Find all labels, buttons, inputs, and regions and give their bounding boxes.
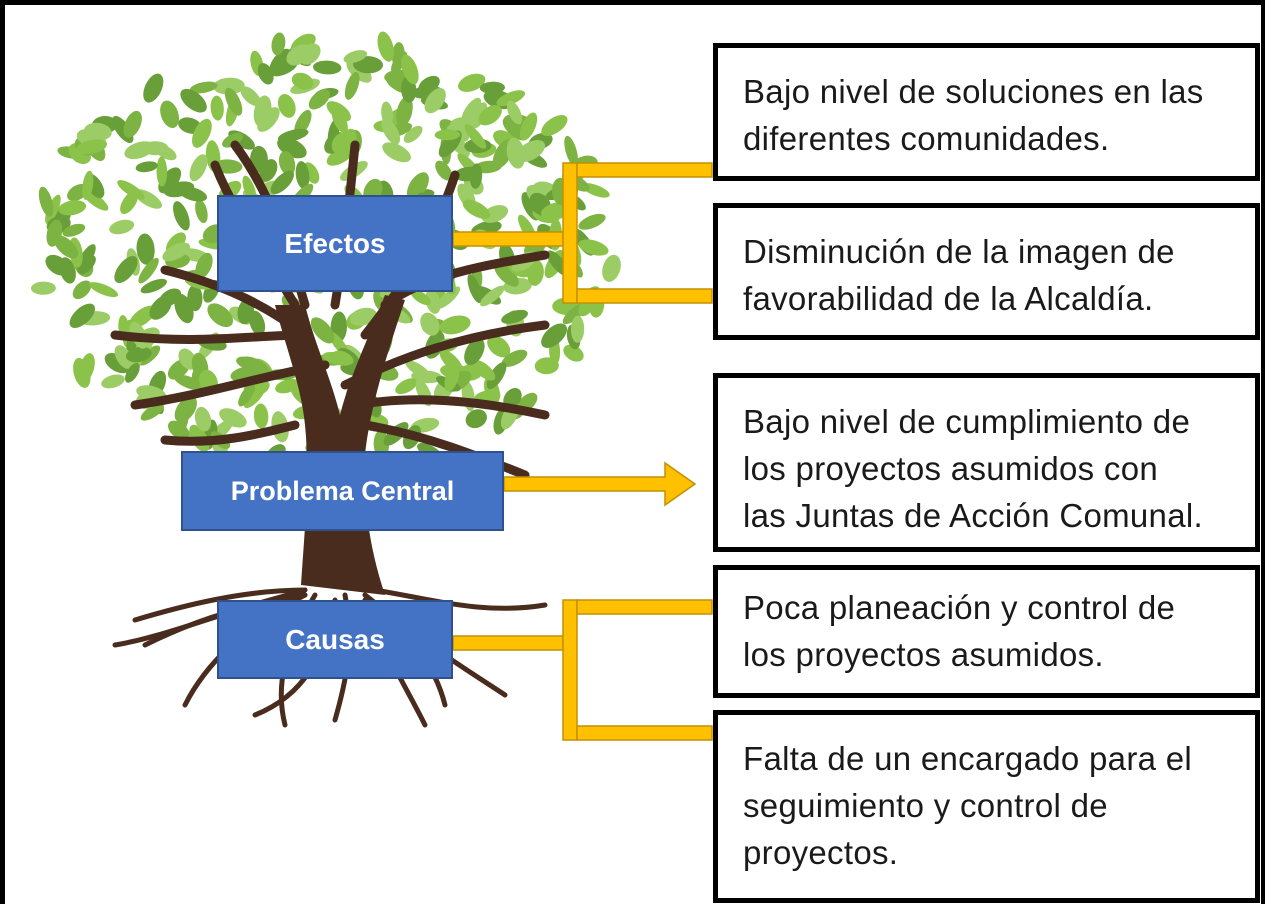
effect-box-2: Disminución de la imagen de favorabilida… (713, 203, 1260, 340)
effect-box-1: Bajo nivel de soluciones en las diferent… (713, 43, 1260, 181)
effects-label: Efectos (217, 195, 453, 292)
cause-box-2: Falta de un encargado para el seguimient… (713, 710, 1260, 903)
cause-box-1: Poca planeación y control de los proyect… (713, 565, 1260, 698)
connectors (452, 162, 713, 741)
central-problem-box: Bajo nivel de cumplimiento de los proyec… (713, 373, 1260, 552)
causes-label: Causas (217, 600, 453, 679)
central-problem-label: Problema Central (181, 451, 504, 531)
